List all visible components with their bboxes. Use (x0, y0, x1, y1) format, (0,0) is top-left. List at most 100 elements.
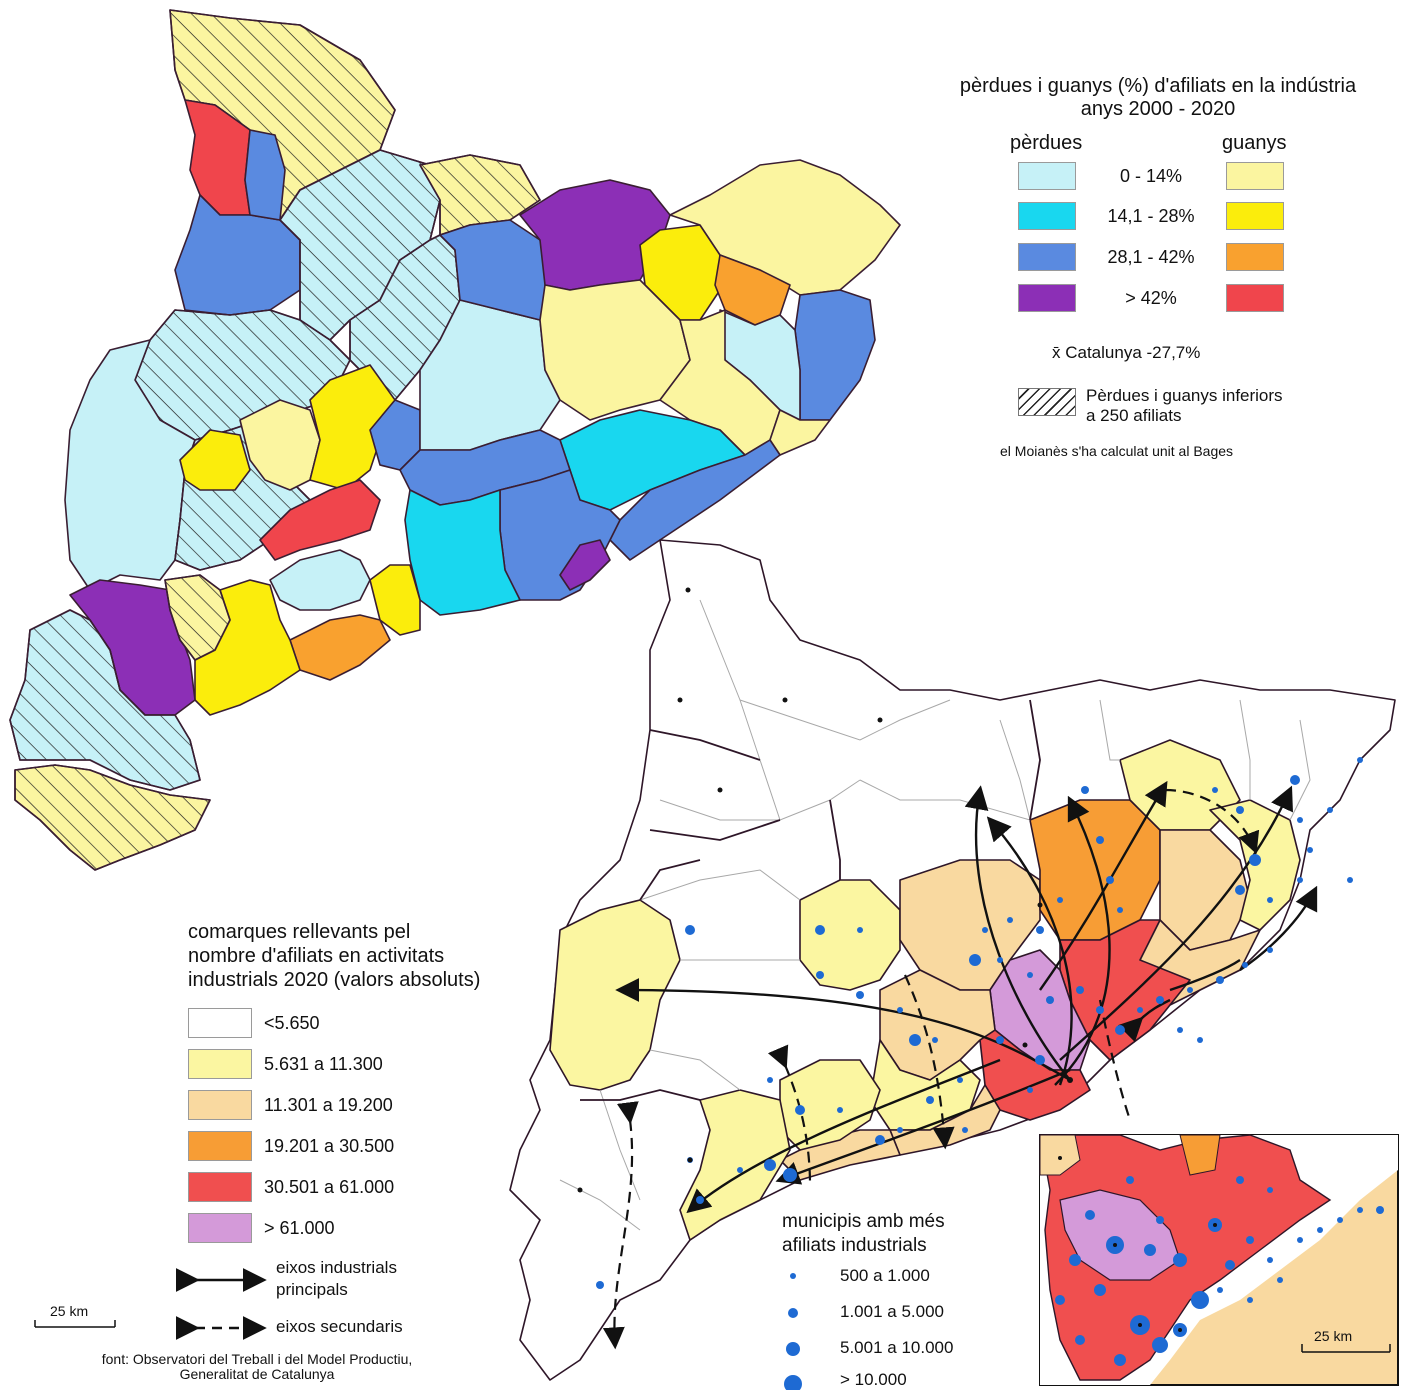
class-swatch (188, 1090, 252, 1120)
loss-swatch (1018, 243, 1076, 271)
axis-main (964, 785, 1071, 1081)
secondary-industrial-axes (602, 788, 1260, 1350)
municipality-markers (596, 757, 1363, 1289)
municipis-legend-title: municipis amb més afiliats industrials (782, 1210, 945, 1258)
class-label: 0 - 14% (1119, 165, 1183, 186)
class-swatch (188, 1049, 252, 1079)
county-region (869, 1039, 981, 1131)
axis-secondary (903, 974, 955, 1150)
upper-map-counties (9, 9, 901, 871)
county-region (179, 429, 251, 491)
loss-swatch (1018, 284, 1076, 312)
lower-map-main-borders (580, 699, 1041, 1101)
municipis-class-label: 1.001 a 5.000 (840, 1302, 944, 1321)
loss-swatch (1018, 202, 1076, 230)
axis-main (1239, 885, 1318, 971)
losses-header: pèrdues (1010, 132, 1083, 154)
county-region (309, 364, 396, 491)
axis-secondary (602, 1101, 639, 1350)
county-region (799, 879, 901, 991)
class-swatch (188, 1131, 252, 1161)
class-row: 14,1 - 28% (1018, 202, 1284, 230)
gain-swatch (1226, 162, 1284, 190)
inset-scale-bar-label: 25 km (1314, 1328, 1353, 1344)
municipis-class-label: 5.001 a 10.000 (840, 1338, 954, 1357)
axis-main-label: eixos industrials principals (276, 1257, 397, 1301)
class-row: 11.301 a 19.200 (188, 1090, 393, 1120)
source-note: font: Observatori del Treball i del Mode… (62, 1352, 452, 1382)
hatch-label-line1: Pèrdues i guanys inferiors (1086, 386, 1283, 405)
top-legend-title-line1: pèrdues i guanys (%) d'afiliats en la in… (959, 75, 1357, 97)
top-legend-title: pèrdues i guanys (%) d'afiliats en la in… (918, 75, 1398, 121)
county-region (289, 614, 391, 681)
bottom-legend-title-line3: industrials 2020 (valors absoluts) (188, 969, 481, 991)
gain-swatch (1226, 243, 1284, 271)
class-label: 28,1 - 42% (1107, 246, 1195, 267)
axis-secondary (767, 1044, 812, 1186)
catalonia-mean: x̄ Catalunya -27,7% (1052, 343, 1201, 362)
class-swatch (188, 1008, 252, 1038)
class-label: > 61.000 (264, 1217, 335, 1238)
axis-main (775, 1068, 1071, 1185)
bottom-legend-title-line2: nombre d'afiliats en activitats (188, 945, 445, 967)
inset-map (1039, 1134, 1399, 1386)
gains-header: guanys (1222, 132, 1287, 154)
axis-main (1117, 998, 1171, 1043)
axis-main-label-line1: eixos industrials (276, 1258, 397, 1277)
municipality-legend-symbols (784, 1273, 802, 1390)
gain-swatch (1226, 284, 1284, 312)
axis-secondary (1164, 788, 1260, 855)
county-region (559, 539, 611, 591)
county-region (64, 339, 196, 591)
class-row: 30.501 a 61.000 (188, 1172, 394, 1202)
axis-secondary (1098, 999, 1132, 1121)
hatch-legend-row: Pèrdues i guanys inferiors a 250 afiliat… (1018, 386, 1283, 426)
class-swatch (188, 1213, 252, 1243)
bottom-legend-title: comarques rellevants pel nombre d'afilia… (188, 920, 480, 992)
hatch-swatch (1018, 388, 1076, 416)
scale-bar (34, 1320, 116, 1328)
county-region (259, 479, 381, 561)
axis-main (686, 1058, 1001, 1214)
class-row: 5.631 a 11.300 (188, 1049, 383, 1079)
class-row: 28,1 - 42% (1018, 243, 1284, 271)
municipis-title-line1: municipis amb més (782, 1211, 945, 1232)
gain-swatch (1226, 202, 1284, 230)
moianes-note: el Moianès s'ha calculat unit al Bages (1000, 443, 1234, 459)
scale-bar-label: 25 km (50, 1303, 89, 1319)
county-region (794, 289, 876, 421)
class-label: > 42% (1125, 287, 1177, 308)
class-label: <5.650 (264, 1012, 320, 1033)
municipis-title-line2: afiliats industrials (782, 1235, 927, 1256)
loss-swatch (1018, 162, 1076, 190)
axis-main-label-line2: principals (276, 1280, 348, 1299)
axis-main (1059, 785, 1293, 1061)
county-region (174, 194, 301, 316)
class-label: 5.631 a 11.300 (264, 1053, 383, 1074)
class-row: > 42% (1018, 284, 1284, 312)
municipis-class-label: 500 a 1.000 (840, 1266, 930, 1285)
axis-main (1054, 795, 1111, 1086)
class-swatch (188, 1172, 252, 1202)
class-row: 19.201 a 30.500 (188, 1131, 394, 1161)
class-row: 0 - 14% (1018, 162, 1284, 190)
county-region (369, 564, 421, 636)
source-line2: Generalitat de Catalunya (179, 1366, 335, 1382)
axis-secondary-label: eixos secundaris (276, 1317, 403, 1336)
hatch-label-line2: a 250 afiliats (1086, 406, 1182, 425)
class-label: 14,1 - 28% (1107, 205, 1195, 226)
county-region (269, 549, 371, 611)
class-label: 30.501 a 61.000 (264, 1176, 395, 1197)
class-row: > 61.000 (188, 1213, 335, 1243)
class-label: 11.301 a 19.200 (264, 1094, 393, 1115)
bottom-legend-title-line1: comarques rellevants pel (188, 921, 411, 943)
source-line1: font: Observatori del Treball i del Mode… (101, 1351, 413, 1367)
top-legend-title-line2: anys 2000 - 2020 (1080, 98, 1236, 120)
axis-main (1039, 780, 1168, 991)
class-row: <5.650 (188, 1008, 320, 1038)
class-label: 19.201 a 30.500 (264, 1135, 395, 1156)
municipis-class-label: > 10.000 (840, 1370, 907, 1389)
axis-main (1169, 959, 1241, 992)
capital-markers (577, 587, 1073, 1193)
